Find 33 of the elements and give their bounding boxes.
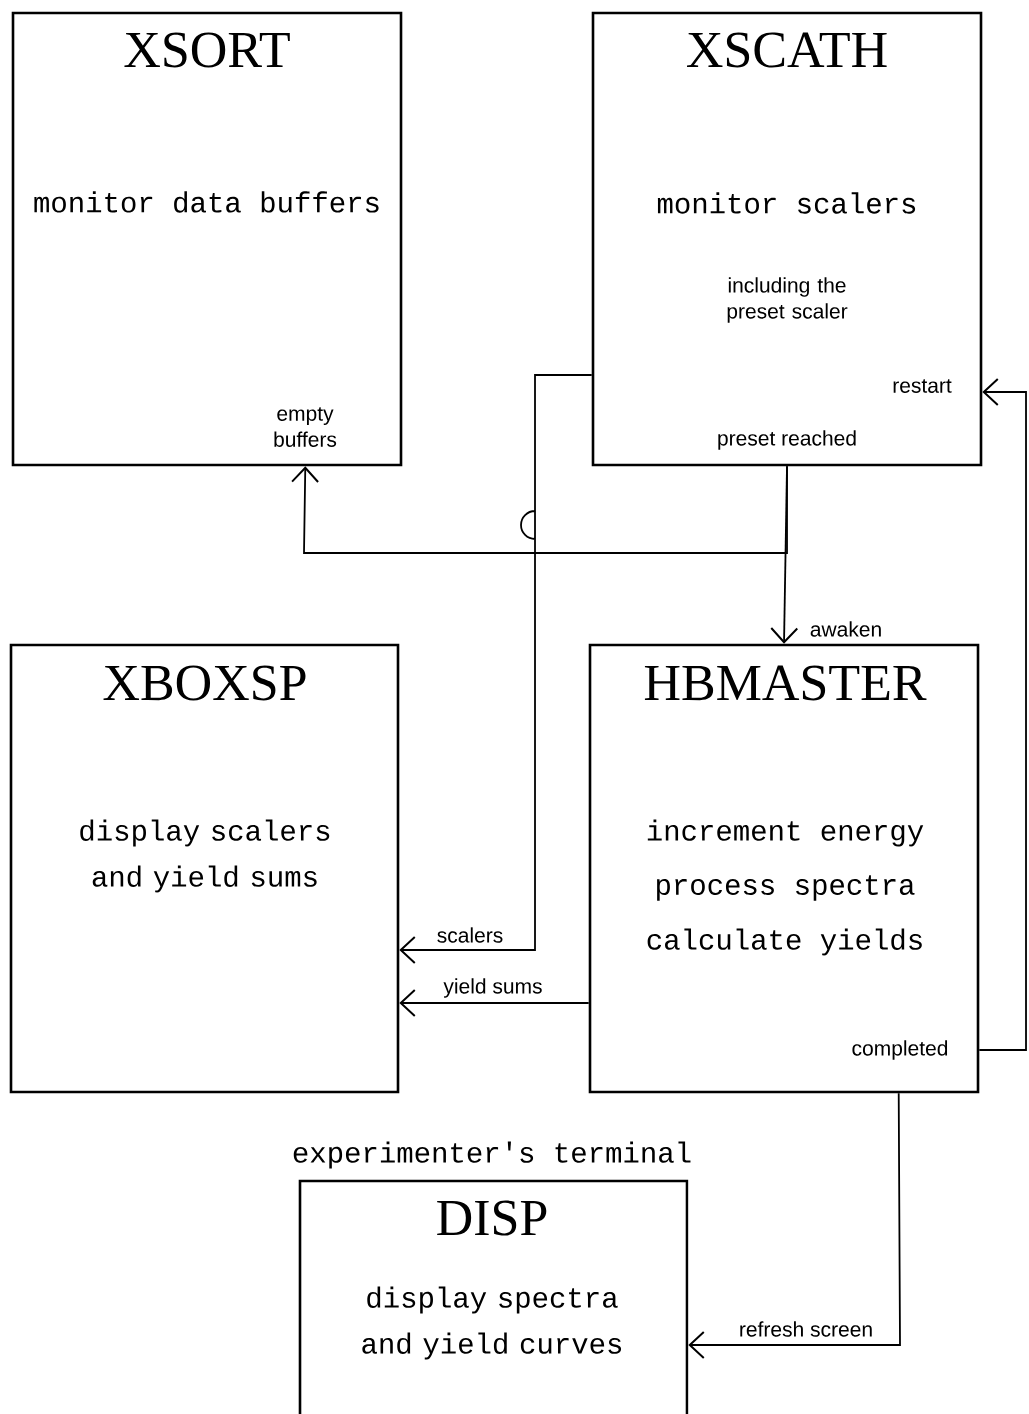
box-title: XSORT [124, 32, 290, 68]
box-title: XBOXSP [103, 665, 306, 701]
process-box [293, 1141, 691, 1414]
edge-label: yield sums [441, 976, 545, 1000]
box-text: process spectra [657, 875, 915, 901]
port-label: preset reached [718, 430, 856, 450]
port-label: completed [852, 1040, 948, 1060]
arrow [770, 465, 799, 644]
arrow [291, 465, 788, 554]
arrow [688, 1092, 901, 1359]
arrow [399, 989, 590, 1017]
box-caption: experimenter's terminal [293, 1141, 691, 1169]
process-box [9, 643, 400, 1094]
edge-label: awaken [807, 619, 885, 639]
box-text: monitor data buffers [34, 191, 379, 213]
box-text: increment energy [647, 819, 924, 847]
process-box [588, 643, 980, 1094]
port-label: empty buffers [274, 407, 337, 447]
arrow [399, 374, 593, 964]
box-text: display spectra and yield curves [362, 1286, 622, 1360]
edge-label: refresh screen [736, 1319, 876, 1339]
box-title: HBMASTER [644, 665, 927, 701]
process-box [11, 11, 403, 467]
box-text: display scalers and yield sums [80, 819, 330, 893]
box-title: DISP [437, 1200, 547, 1236]
port-label: restart [893, 379, 952, 393]
edge-label: scalers [434, 925, 506, 945]
process-box [591, 11, 983, 467]
arrow [978, 378, 1027, 1051]
box-text: monitor scalers [657, 192, 916, 214]
box-text: calculate yields [647, 928, 922, 956]
port-label: including the preset scaler [727, 277, 848, 323]
box-title: XSCATH [687, 32, 887, 68]
